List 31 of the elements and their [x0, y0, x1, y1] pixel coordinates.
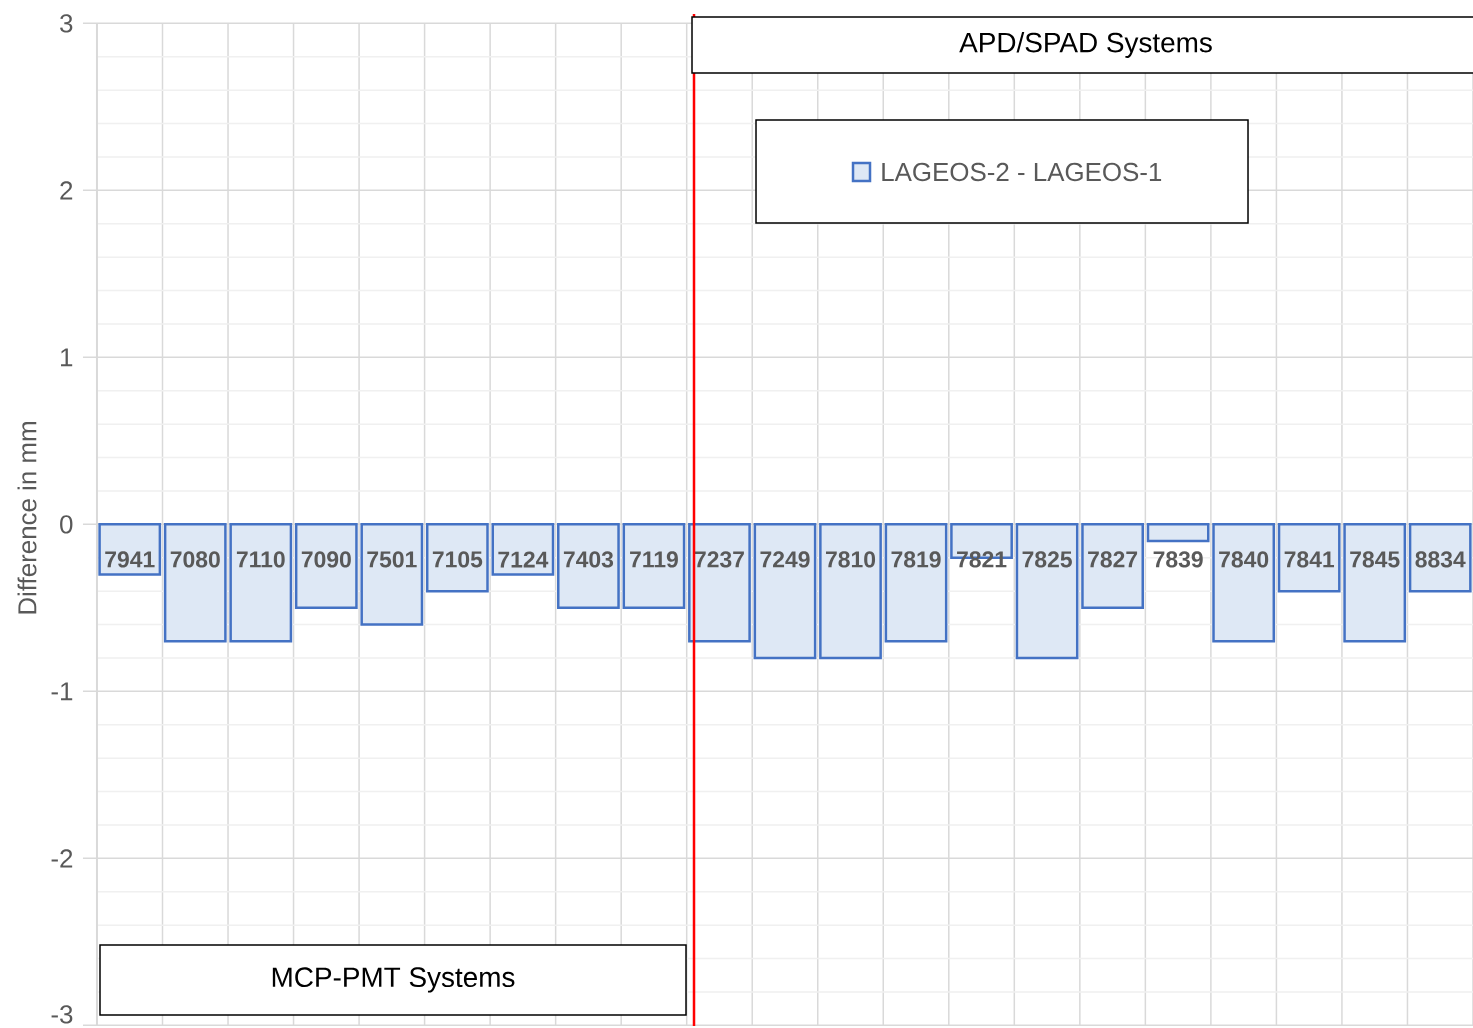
y-tick-label: -2 [51, 849, 73, 868]
category-label: 7237 [694, 551, 744, 568]
category-label: 7403 [563, 551, 614, 568]
legend-label: LAGEOS-2 - LAGEOS-1 [882, 162, 1162, 182]
category-label: 7810 [826, 551, 876, 568]
category-label: 7845 [1350, 551, 1400, 568]
y-tick-label: 1 [61, 348, 73, 367]
axis-title: Difference in mm [17, 422, 37, 614]
category-label: 7839 [1153, 551, 1203, 568]
category-label: 7501 [367, 551, 417, 568]
category-label: 7841 [1284, 551, 1334, 568]
category-label: 7124 [498, 551, 549, 568]
category-label: 7941 [105, 551, 155, 568]
y-tick-label: 2 [60, 181, 73, 200]
category-label: 7110 [236, 551, 285, 568]
category-label: 8834 [1415, 551, 1466, 568]
label-box: MCP-PMT Systems [99, 944, 687, 1016]
y-tick-label: -3 [51, 1005, 73, 1024]
category-label: 7080 [170, 551, 220, 568]
category-label: 7090 [301, 551, 351, 568]
category-label: 7825 [1022, 551, 1072, 568]
category-label: 7119 [630, 551, 678, 568]
category-label: 7249 [760, 551, 810, 568]
category-label: 7105 [432, 551, 483, 568]
category-label: 7819 [891, 551, 941, 568]
label-box: APD/SPAD Systems [691, 16, 1473, 74]
category-label: 7840 [1219, 551, 1269, 568]
category-label: 7827 [1088, 551, 1138, 568]
y-tick-label: -1 [51, 682, 73, 701]
y-tick-label: 0 [60, 515, 73, 534]
y-tick-label: 3 [60, 14, 73, 33]
